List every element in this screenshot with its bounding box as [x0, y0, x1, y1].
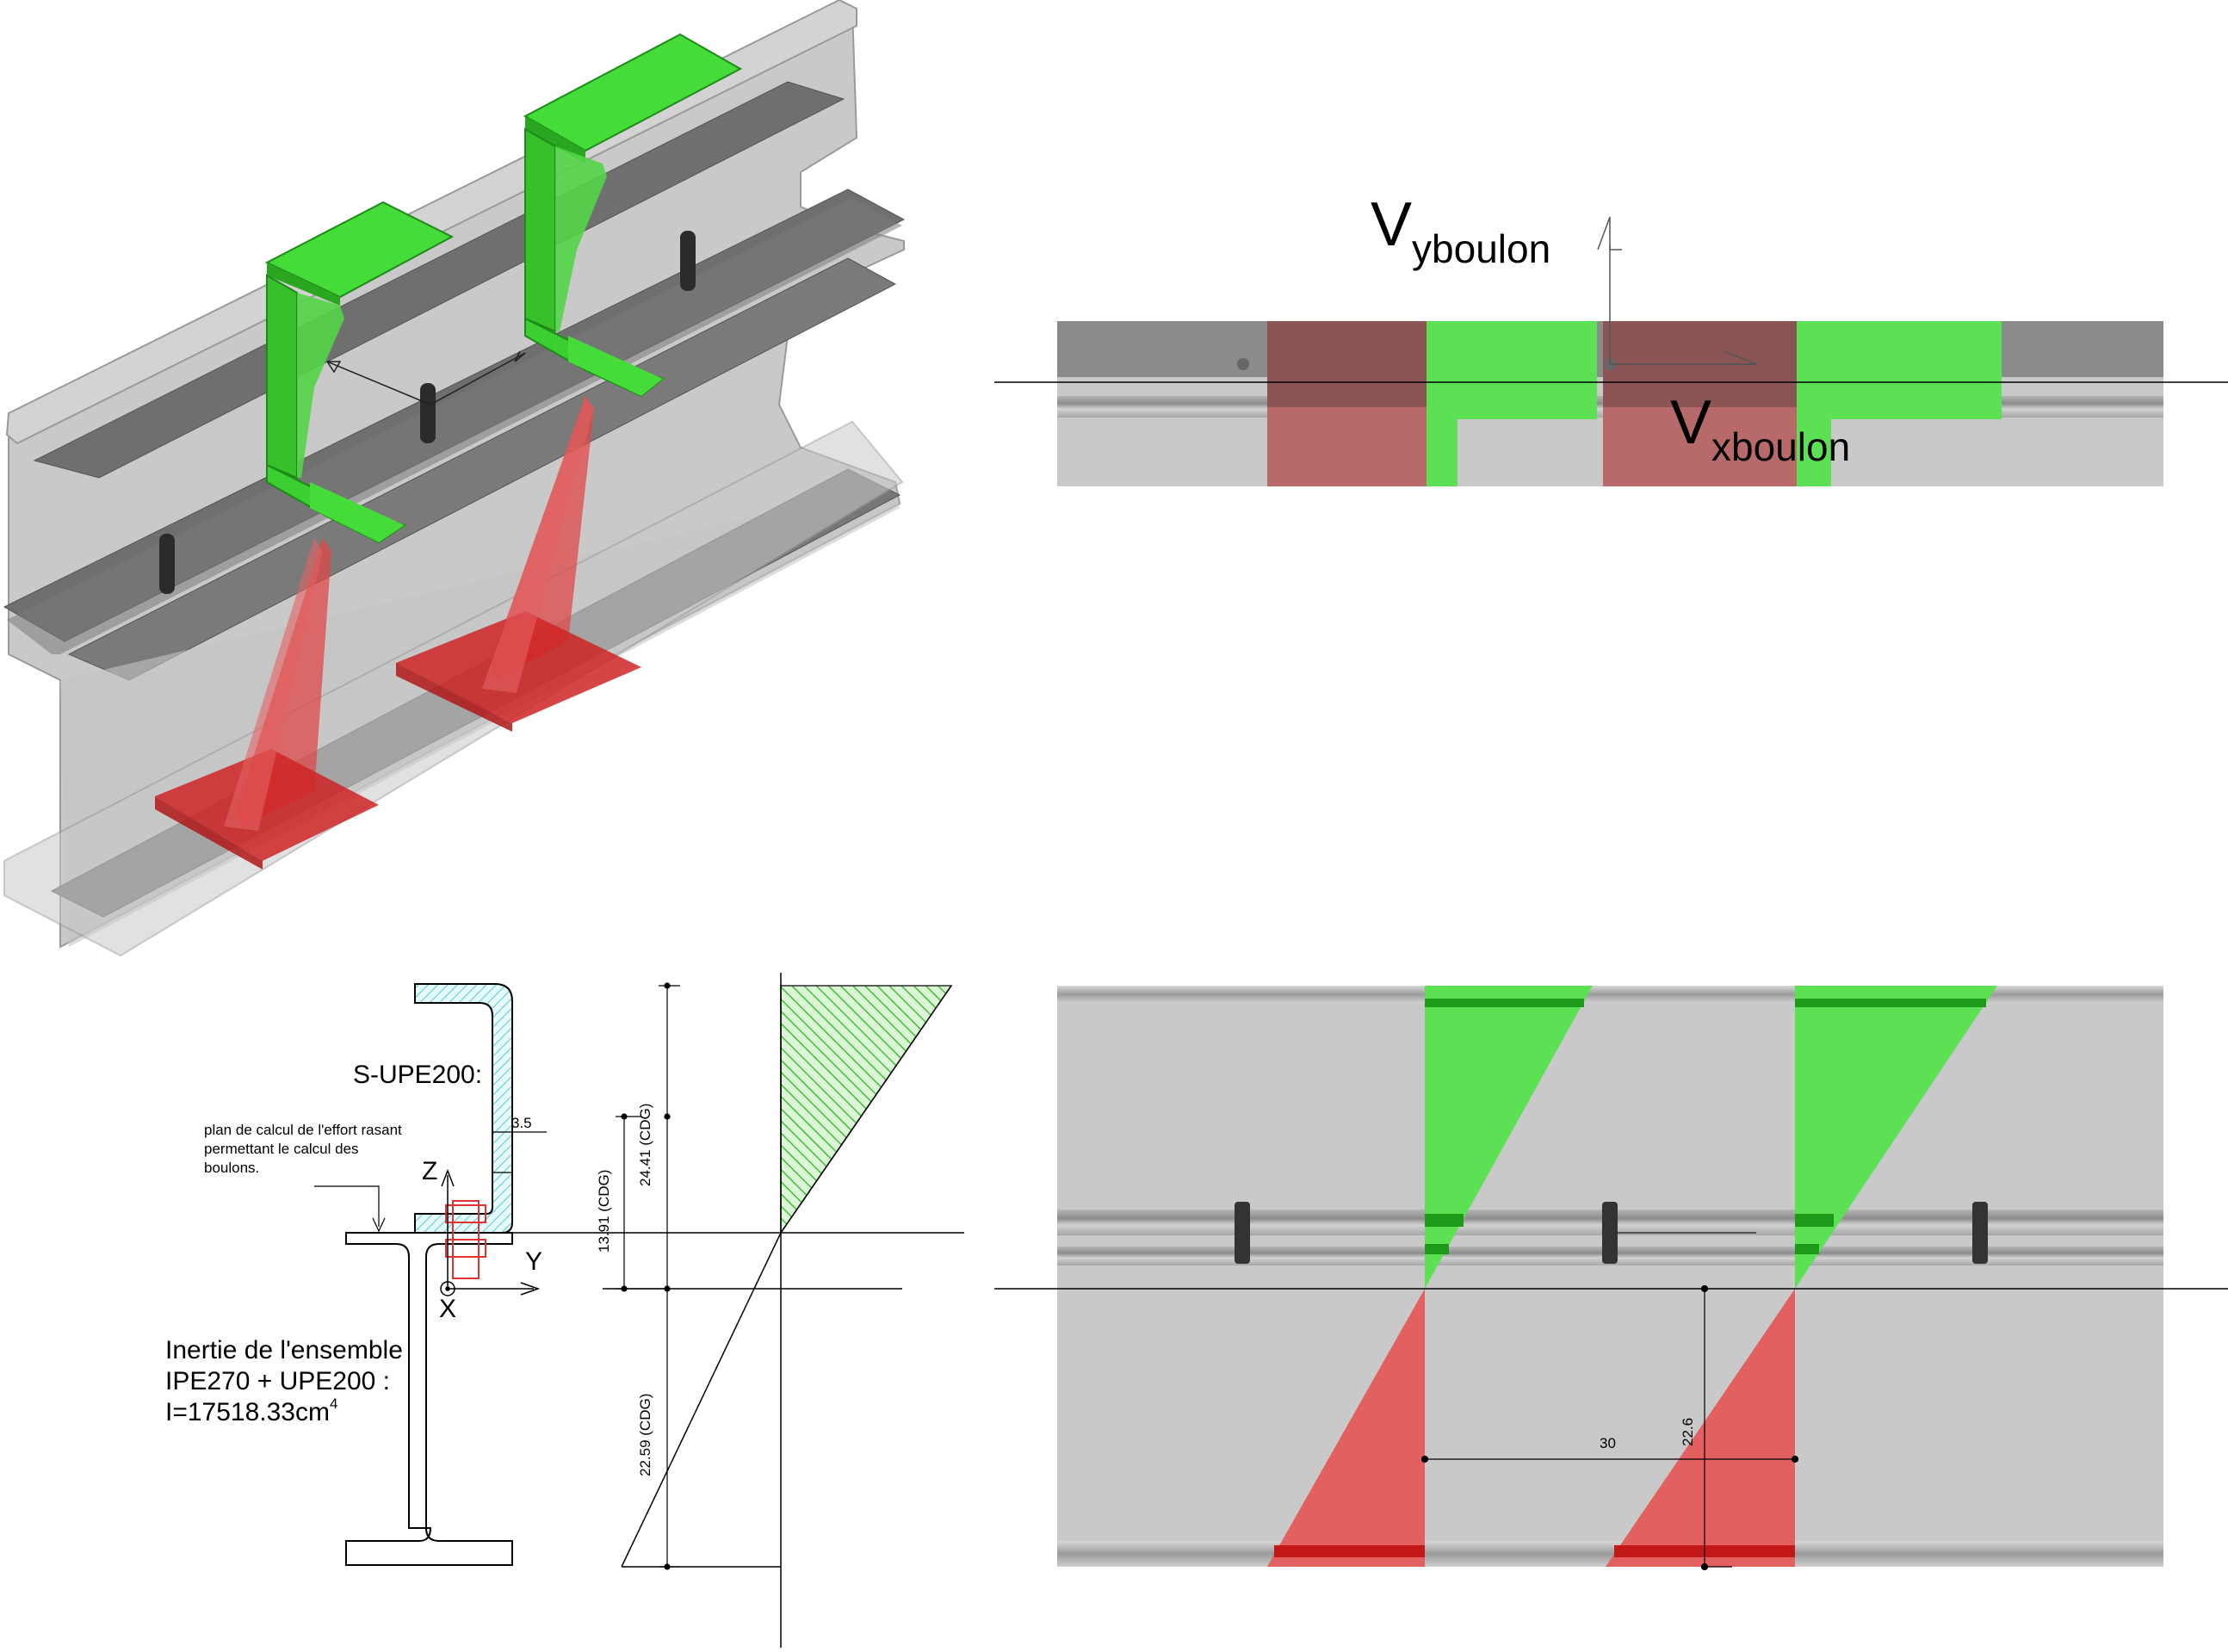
middle-flange-top [7, 198, 902, 654]
bolt-dot-1 [1237, 358, 1249, 370]
red-zone-1 [1267, 1289, 1425, 1567]
dim-upper-outer: 24.41 (CDG) [637, 1104, 653, 1186]
red-zone-2 [1606, 1289, 1795, 1567]
bolts-iso [159, 231, 696, 594]
elevation-view-top: Vyboulon Vxboulon [994, 190, 2228, 486]
elev-bottom-strip [1057, 986, 2163, 1567]
elev-bottom-dims [1420, 1284, 1799, 1571]
section-bolt [445, 1200, 486, 1279]
thickness-dim [492, 1131, 547, 1173]
bolt-iso-3 [680, 231, 696, 291]
bolt-force-vectors [1597, 216, 1757, 365]
red-stiffener-1 [155, 538, 379, 869]
cross-section-view: Z Y X 3.5 S-UPE200: plan de calcul de l'… [165, 983, 964, 1566]
note-line-2: permettant le calcul des [204, 1141, 359, 1157]
upe-channel [414, 983, 513, 1234]
red-stiffener-2 [396, 396, 641, 732]
isometric-view [3, 0, 906, 957]
green-panel-2 [1797, 321, 2002, 486]
axis-y-label: Y [525, 1247, 542, 1276]
axis-x-label: X [439, 1295, 456, 1323]
note-line-3: boulons. [204, 1160, 259, 1176]
bolt-iso-1 [159, 534, 175, 594]
green-stiffener-1 [264, 201, 455, 544]
stress-dims [616, 982, 680, 1570]
bolt-elev-1 [1235, 1202, 1250, 1264]
green-stiffener-2 [523, 33, 743, 398]
ipe-profile [345, 1232, 513, 1566]
vx-label: Vxboulon [1670, 388, 1850, 469]
green-panel-1 [1427, 321, 1597, 486]
stress-diagram: 24.41 (CDG) 13.91 (CDG) 22.59 (CDG) [596, 973, 953, 1648]
inertia-line-2: IPE270 + UPE200 : [165, 1367, 390, 1395]
dim-lower: 22.59 (CDG) [637, 1394, 653, 1476]
elevation-view-bottom: 30 22.6 [994, 986, 2228, 1571]
vy-label: Vyboulon [1371, 190, 1550, 271]
inertia-line-3: I=17518.33cm4 [165, 1395, 337, 1426]
green-zone-2 [1795, 986, 1997, 1289]
section-axes [440, 1168, 541, 1296]
axis-z-label: Z [422, 1157, 437, 1185]
green-zone-1 [1425, 986, 1593, 1289]
dim-upper-inner: 13.91 (CDG) [596, 1170, 612, 1253]
bolt-elev-2 [1602, 1202, 1618, 1264]
dim-horizontal: 30 [1600, 1435, 1616, 1451]
dim-vertical: 22.6 [1680, 1418, 1696, 1446]
thickness-value: 3.5 [511, 1115, 532, 1131]
inertia-line-1: Inertie de l'ensemble [165, 1336, 403, 1364]
local-axes-iso [326, 350, 526, 405]
bolt-iso-2 [420, 383, 436, 443]
profile-label: S-UPE200: [353, 1061, 482, 1089]
note-leader [314, 1185, 380, 1227]
note-line-1: plan de calcul de l'effort rasant [204, 1122, 402, 1138]
bolt-elev-3 [1972, 1202, 1988, 1264]
